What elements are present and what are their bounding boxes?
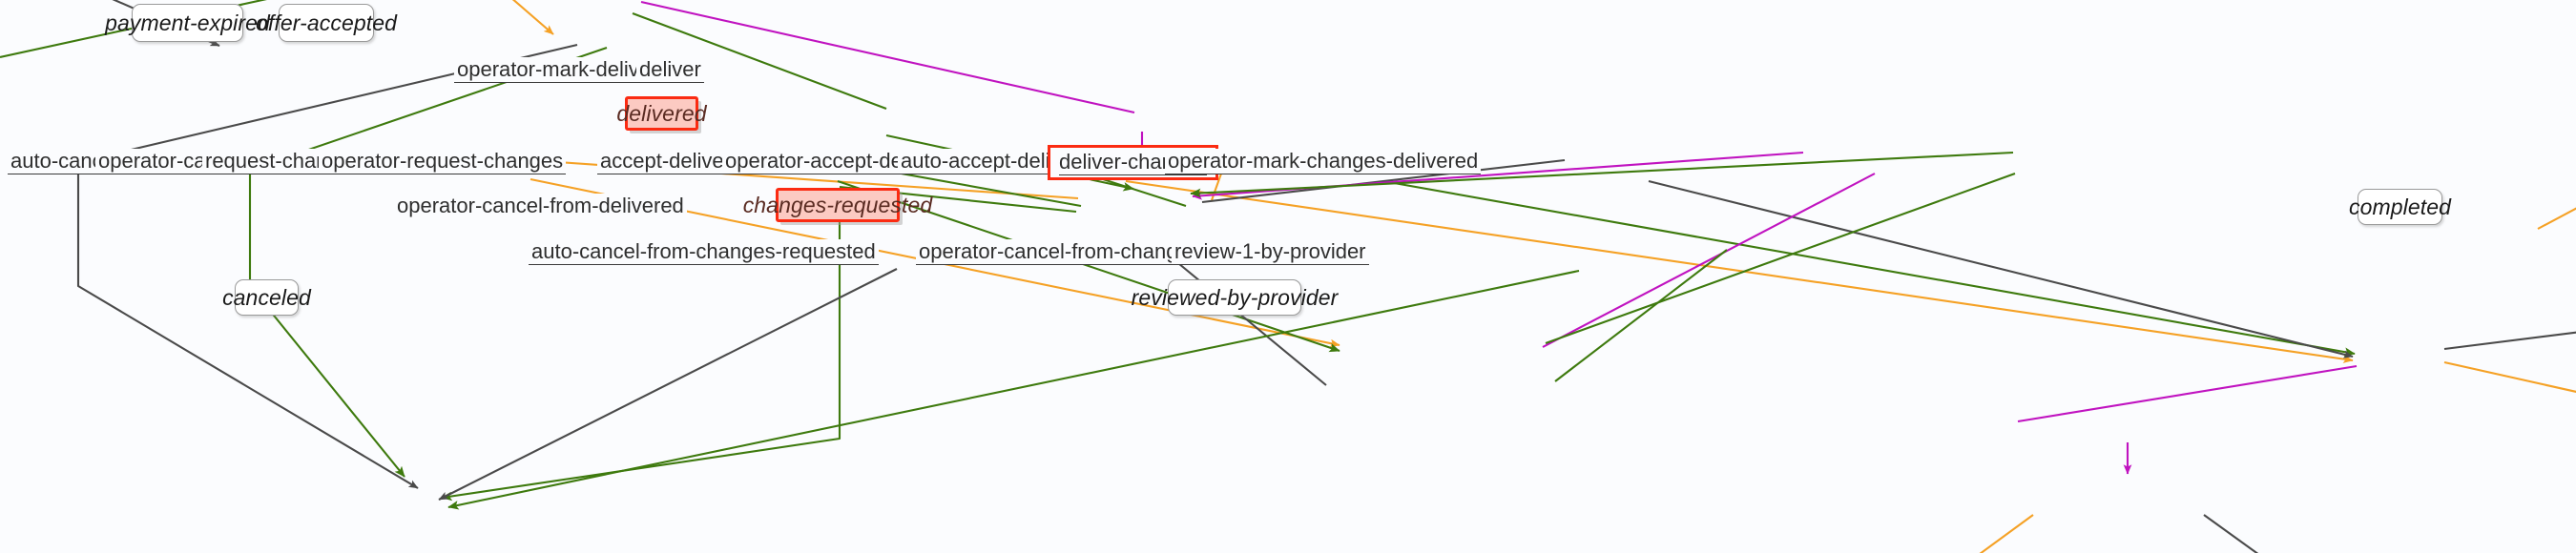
edge-label-operator-request-changes[interactable]: operator-request-changes [319, 149, 567, 174]
edge-deliver-magenta-seg1 [640, 0, 1135, 114]
edge-label-operator-cancel-from-delivered[interactable]: operator-cancel-from-delivered [394, 194, 687, 218]
edge-far-right-orange-top [2537, 207, 2576, 230]
edge-operator-cancel-from-changes-requested-seg1 [1554, 249, 1728, 382]
edge-reviewed-out-gray [2203, 514, 2259, 553]
edge-deliver-changes-seg1 [1542, 173, 1876, 348]
edge-in-offer-accepted [511, 0, 554, 35]
edge-accept-deliverable-seg2 [1125, 179, 2354, 363]
edge-auto-accept-deliverable-seg2 [1648, 179, 2354, 358]
node-delivered[interactable]: delivered [616, 96, 707, 131]
node-label: payment-expired [105, 10, 270, 35]
node-label: changes-requested [742, 192, 933, 217]
node-reviewed-by-provider[interactable]: reviewed-by-provider [1132, 279, 1338, 316]
edge-auto-cancel-from-changes-requested-seg1 [1161, 249, 1327, 386]
edge-completed-out-gray [2443, 331, 2576, 351]
edge-label-deliver[interactable]: deliver [636, 57, 704, 83]
edge-label-review-1-by-provider[interactable]: review-1-by-provider [1172, 239, 1369, 265]
node-label: completed [2348, 194, 2452, 219]
edge-label-auto-cancel-from-changes-requested[interactable]: auto-cancel-from-changes-requested [529, 239, 879, 265]
node-changes-requested[interactable]: changes-requested [743, 188, 932, 222]
node-canceled[interactable]: canceled [222, 279, 311, 316]
edge-auto-cancel [76, 43, 578, 489]
node-label: canceled [222, 284, 311, 310]
edge-reviewed-out-orange [1979, 514, 2034, 553]
edge-completed-out-orange [2443, 360, 2576, 393]
edge-review-1-by-provider-seg1 [2017, 364, 2358, 423]
edge-label-operator-mark-changes-delivered[interactable]: operator-mark-changes-delivered [1165, 149, 1482, 174]
node-label: reviewed-by-provider [1131, 284, 1339, 310]
node-completed[interactable]: completed [2349, 189, 2451, 225]
node-label: offer-accepted [256, 10, 398, 35]
edge-auto-cancel-from-changes-requested-seg2 [438, 268, 898, 501]
edge-operator-mark-changes-delivered-seg1 [1545, 173, 2016, 344]
node-offer-accepted[interactable]: offer-accepted [256, 4, 397, 42]
node-label: delivered [616, 100, 707, 126]
edge-operator-accept-deliverable-seg2 [1382, 179, 2356, 357]
edge-operator-cancel-from-changes-requested-seg2 [447, 269, 1580, 510]
node-payment-expired[interactable]: payment-expired [105, 4, 270, 42]
